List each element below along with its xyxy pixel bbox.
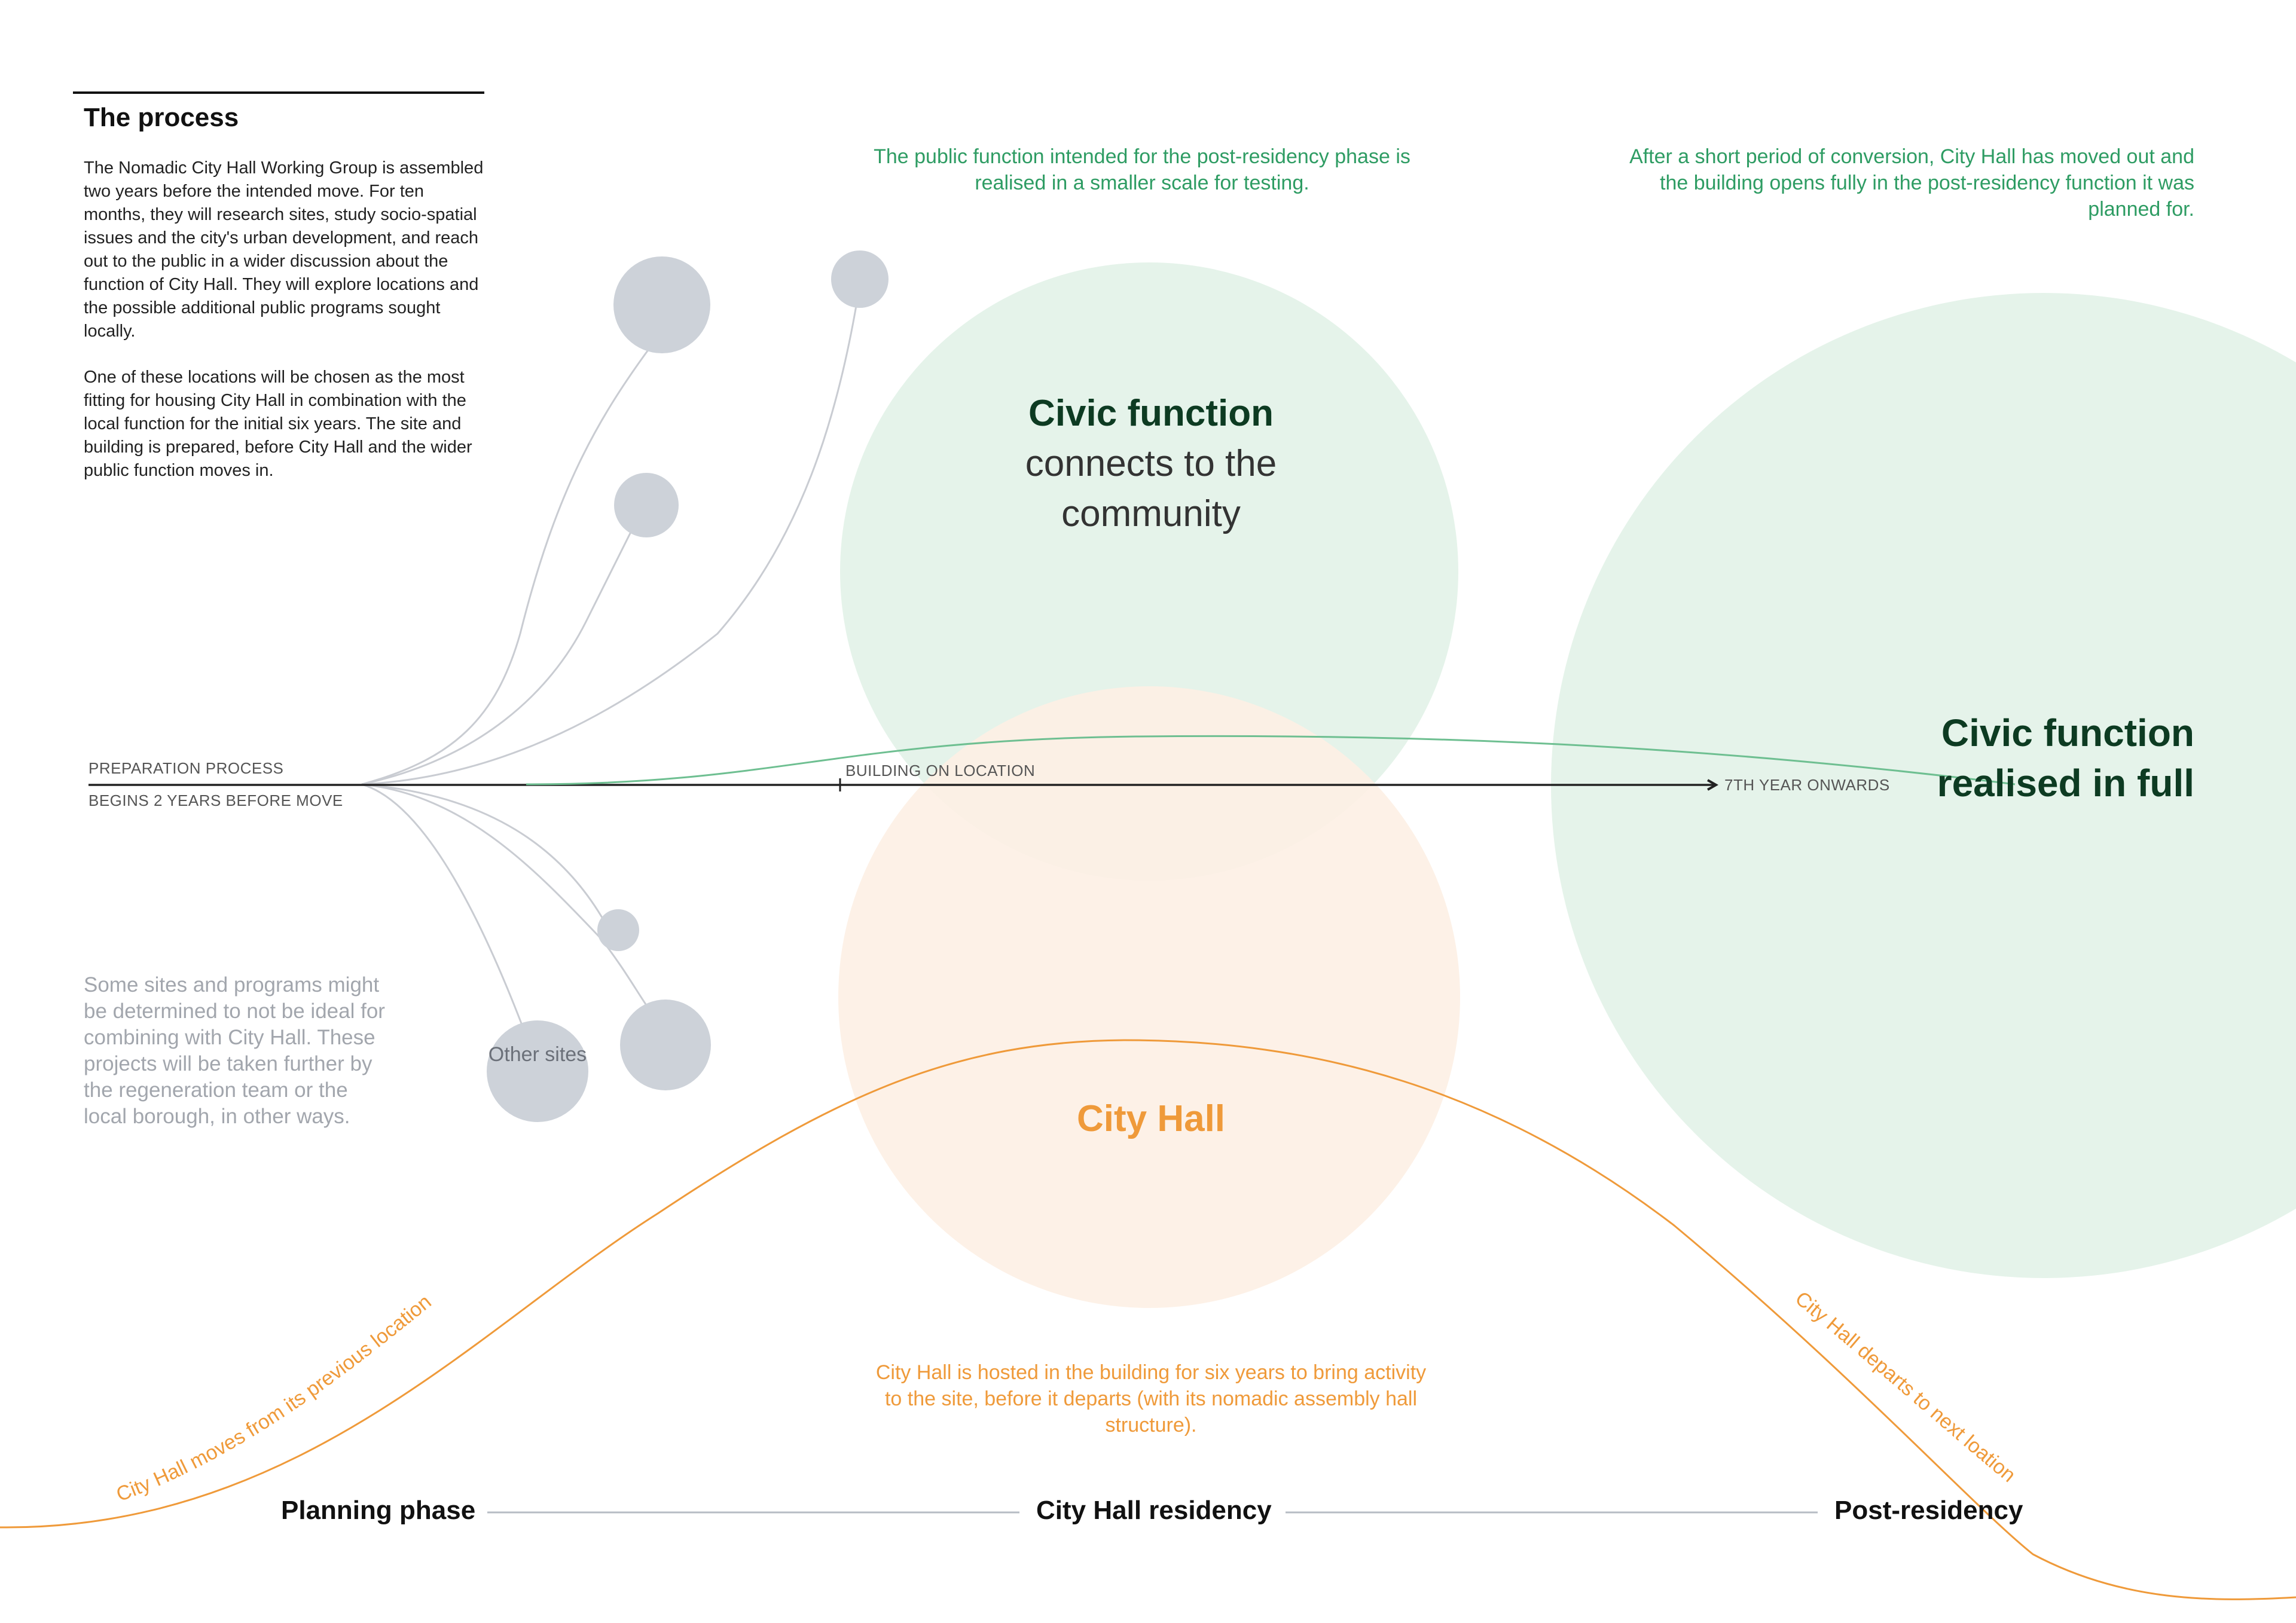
rejected-sites-note: Some sites and programs might be determi…: [84, 973, 385, 1128]
city-hall-hosted-note: City Hall is hosted in the building for …: [875, 1361, 1427, 1436]
connects-community-text: connects to the community: [1025, 443, 1277, 534]
branch-line: [361, 783, 647, 1005]
process-paragraph-1: The Nomadic City Hall Working Group is a…: [84, 158, 484, 341]
departs-text: City Hall departs to next loation: [1791, 1287, 2020, 1487]
branch-line: [361, 298, 859, 785]
site-dots: [487, 250, 889, 1122]
post-residency-phase-label: Post-residency: [1834, 1496, 2023, 1525]
moves-in-text: City Hall moves from its previous locati…: [113, 1290, 435, 1506]
begins-label: BEGINS 2 YEARS BEFORE MOVE: [88, 791, 343, 809]
process-paragraph-2: One of these locations will be chosen as…: [84, 368, 472, 480]
civic-trajectory-line: [526, 735, 2016, 785]
civic-function-center-label: Civic function connects to the community: [957, 389, 1345, 539]
branch-line: [361, 346, 652, 785]
process-title: The process: [84, 103, 239, 132]
site-dot: [597, 909, 639, 951]
residency-phase-label: City Hall residency: [1036, 1496, 1272, 1525]
seventh-year-label: 7TH YEAR ONWARDS: [1724, 776, 1890, 794]
site-dot: [831, 250, 889, 308]
preparation-label: PREPARATION PROCESS: [88, 759, 284, 777]
site-dot: [613, 256, 710, 353]
branch-line: [361, 783, 523, 1024]
departs-curve-label: City Hall departs to next loation: [1791, 1287, 2020, 1487]
site-dot: [614, 473, 679, 537]
civic-function-full-circle-main: [1551, 293, 2296, 1278]
post-residency-note: After a short period of conversion, City…: [1629, 145, 2194, 221]
other-sites-label: Other sites: [488, 1043, 587, 1066]
branch-line: [361, 783, 605, 921]
city-hall-label: City Hall: [1076, 1098, 1226, 1139]
civic-function-test-circle: [840, 262, 1458, 881]
planning-phase-label: Planning phase: [281, 1496, 476, 1525]
city-hall-circle: [838, 686, 1460, 1308]
preparation-branches: [361, 298, 859, 1024]
city-hall-curve: [0, 1039, 2296, 1600]
civic-function-full-label: Civic function realised in full: [1937, 711, 2194, 805]
site-dot: [620, 1000, 711, 1090]
other-sites-dot: [487, 1020, 588, 1122]
public-function-test-note: The public function intended for the pos…: [874, 145, 1410, 194]
branch-line: [361, 525, 635, 785]
civic-function-bold: Civic function: [1028, 393, 1274, 434]
moves-in-curve-label: City Hall moves from its previous locati…: [113, 1290, 435, 1506]
building-on-location-label: BUILDING ON LOCATION: [845, 762, 1036, 780]
